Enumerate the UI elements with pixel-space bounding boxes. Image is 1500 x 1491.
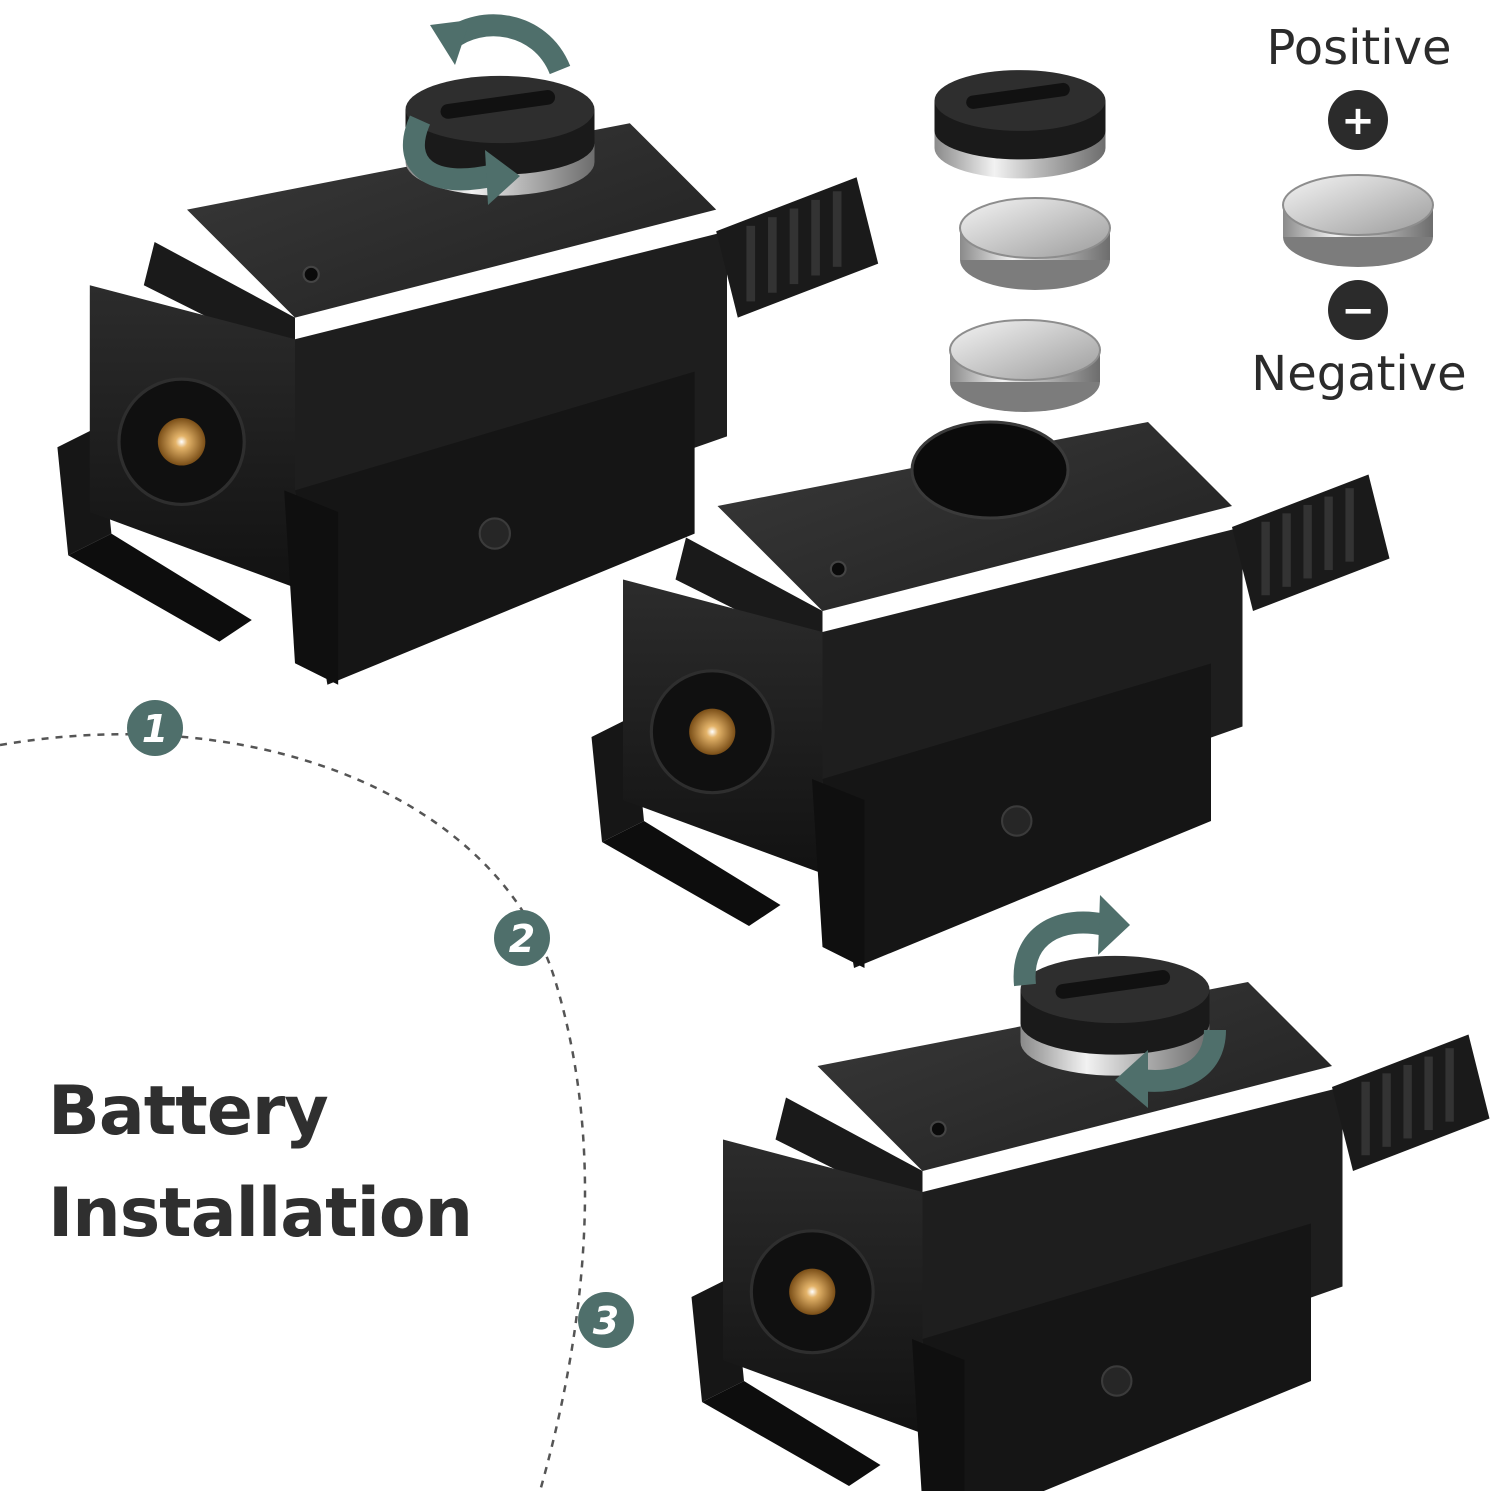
battery-compartment-opening <box>910 420 1070 520</box>
negative-label: Negative <box>1251 346 1467 402</box>
rotate-ccw-arrow-icon <box>1115 1029 1226 1108</box>
plus-icon: + <box>1328 90 1388 150</box>
rotate-ccw-arrow-icon <box>430 14 571 75</box>
minus-icon: − <box>1328 280 1388 340</box>
svg-text:−: − <box>1341 288 1375 334</box>
step-badge-2: 2 <box>494 910 550 966</box>
svg-text:1: 1 <box>142 707 168 751</box>
rotate-cw-arrow-icon <box>402 115 520 205</box>
svg-text:3: 3 <box>593 1299 619 1343</box>
rotate-cw-arrow-icon <box>1013 895 1130 987</box>
svg-text:2: 2 <box>509 917 535 961</box>
positive-label: Positive <box>1266 20 1452 76</box>
svg-text:+: + <box>1341 98 1375 144</box>
page-title-line-2: Installation <box>48 1174 473 1253</box>
battery-cap-step-3 <box>1020 955 1210 1076</box>
step-badge-3: 3 <box>578 1292 634 1348</box>
coin-battery-upper <box>959 197 1111 291</box>
page-title-line-1: Battery <box>48 1072 329 1151</box>
step-path-dashed-arc <box>0 733 587 1491</box>
coin-battery-reference <box>1282 174 1434 268</box>
step-badge-1: 1 <box>127 700 183 756</box>
battery-cap-exploded <box>934 70 1106 179</box>
coin-battery-lower <box>949 319 1101 413</box>
